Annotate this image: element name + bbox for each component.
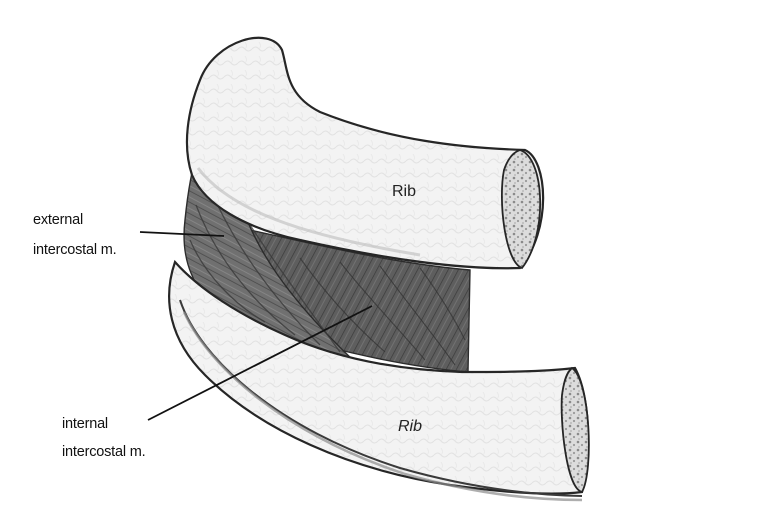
- external-label-line1: external: [33, 212, 83, 228]
- internal-label-line2: intercostal m.: [62, 444, 145, 460]
- upper-rib-label: Rib: [392, 183, 416, 200]
- external-label-line2: intercostal m.: [33, 242, 116, 258]
- lower-rib-label: Rib: [398, 418, 422, 435]
- internal-label-line1: internal: [62, 416, 108, 432]
